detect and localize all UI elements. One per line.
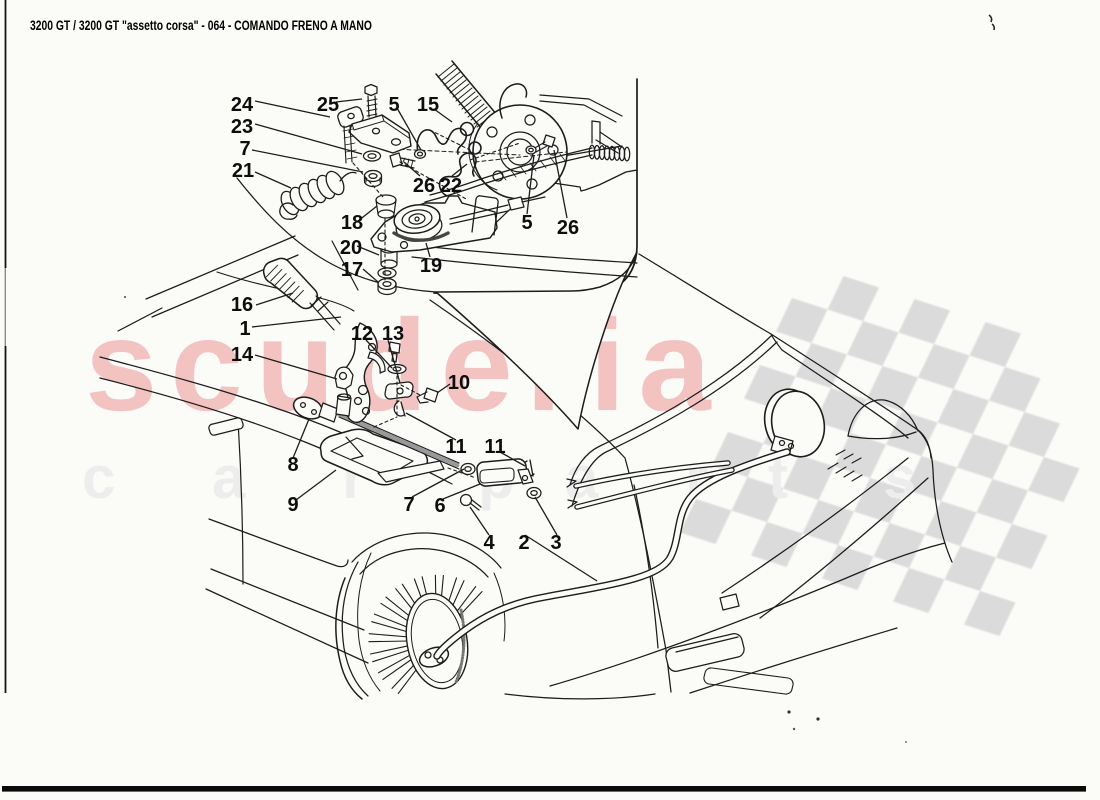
svg-text:10: 10 [448,372,470,394]
svg-text:c: c [82,444,115,511]
svg-text:7: 7 [239,138,250,160]
svg-text:21: 21 [232,160,254,182]
svg-text:19: 19 [420,255,442,277]
svg-text:25: 25 [317,94,339,116]
svg-text:26: 26 [557,217,579,239]
svg-text:14: 14 [231,344,254,366]
svg-text:s: s [883,444,916,511]
svg-text:4: 4 [483,532,495,554]
svg-text:3: 3 [550,532,561,554]
svg-text:13: 13 [382,323,404,345]
svg-text:6: 6 [434,495,445,517]
svg-text:15: 15 [417,94,439,116]
svg-text:3200 GT / 3200 GT "assetto cor: 3200 GT / 3200 GT "assetto corsa" - 064 … [30,17,372,33]
svg-text:a: a [565,444,599,511]
svg-text:22: 22 [440,175,462,197]
svg-text:26: 26 [413,175,435,197]
svg-text:t: t [768,444,788,511]
svg-text:5: 5 [388,94,399,116]
svg-text:23: 23 [231,116,253,138]
svg-text:20: 20 [340,237,362,259]
svg-text:24: 24 [231,94,254,116]
svg-text:16: 16 [231,294,253,316]
svg-text:12: 12 [351,323,373,345]
svg-text:2: 2 [518,532,529,554]
svg-text:18: 18 [341,212,363,234]
svg-text:5: 5 [521,212,532,234]
svg-text:1: 1 [239,318,250,340]
svg-text:11: 11 [484,436,505,458]
svg-text:11: 11 [445,436,466,458]
svg-text:8: 8 [287,454,298,476]
svg-text:7: 7 [403,494,414,516]
svg-text:17: 17 [341,259,363,281]
svg-text:9: 9 [287,494,298,516]
